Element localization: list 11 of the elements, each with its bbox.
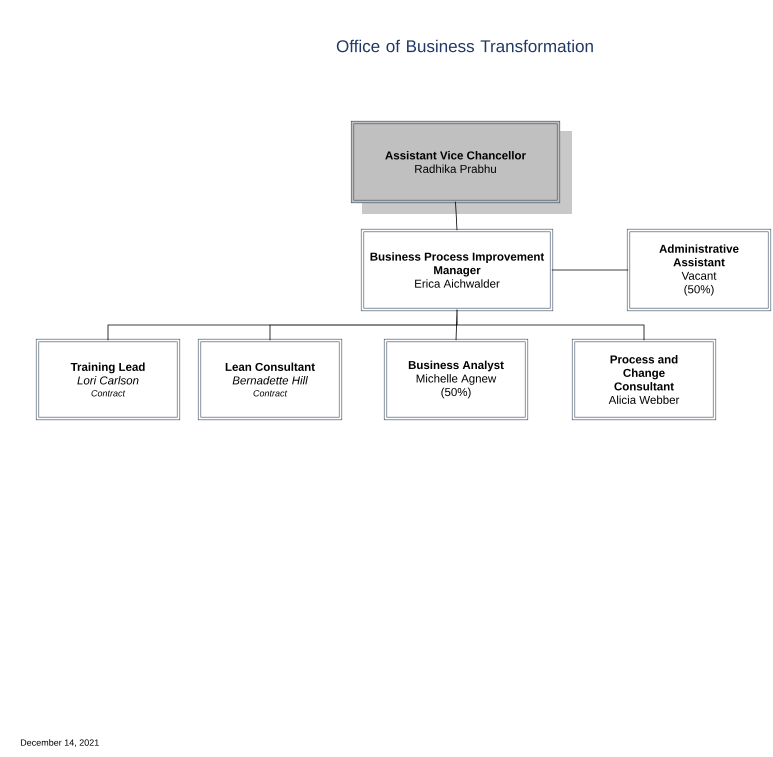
position-box: Business Process Improvement Manager Erica Aichwalder [360,228,554,312]
position-box: Assistant Vice Chancellor Radhika Prabhu [350,120,560,204]
position-box: Process and Change Consultant Alicia Webber [572,338,716,420]
connector-line [456,309,644,341]
date-note: December 14, 2021 [20,739,99,747]
connector-line [455,201,458,231]
position-box: Lean Consultant Bernadette Hill Contract [198,338,342,420]
position-box: Business Analyst Michelle Agnew (50%) [384,338,528,420]
position-box: Administrative Assistant Vacant (50%) [626,228,772,312]
title: Office of Business Transformation [336,40,593,52]
position-box: Training Lead Lori Carlson Contract [36,338,180,420]
